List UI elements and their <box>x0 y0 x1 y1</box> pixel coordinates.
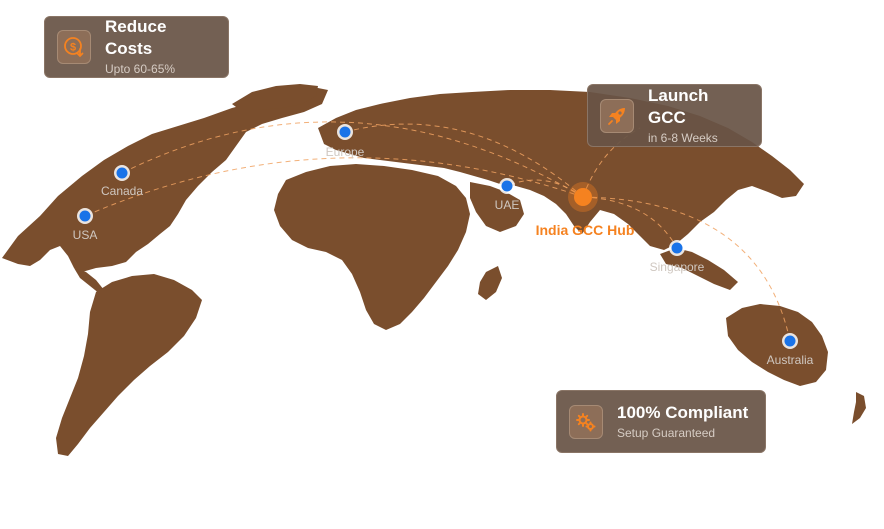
greenland-landmass <box>232 84 318 110</box>
compliant-subtitle: Setup Guaranteed <box>617 425 716 440</box>
madagascar-landmass <box>478 266 502 300</box>
central-america-landmass <box>74 268 104 294</box>
location-label-europe: Europe <box>325 145 365 159</box>
route-singapore <box>582 196 678 249</box>
south-america-landmass <box>56 274 202 456</box>
location-dot-singapore[interactable] <box>669 240 685 256</box>
reduce-costs-card: $ Reduce Costs Upto 60-65% <box>44 16 229 78</box>
svg-text:$: $ <box>70 42 76 54</box>
compliant-card: 100% Compliant Setup Guaranteed <box>556 390 766 453</box>
dollar-down-icon: $ <box>57 30 91 64</box>
rocket-icon <box>600 98 634 133</box>
gears-icon <box>569 404 603 439</box>
location-dot-usa[interactable] <box>77 208 93 224</box>
location-label-usa: USA <box>72 228 98 242</box>
location-label-australia: Australia <box>766 353 814 367</box>
route-usa <box>84 157 584 217</box>
africa-landmass <box>274 164 470 330</box>
reduce-costs-title: Reduce Costs <box>105 17 167 58</box>
route-europe <box>344 123 584 198</box>
north-america-landmass <box>2 88 328 272</box>
location-label-singapore: Singapore <box>649 260 705 274</box>
route-australia <box>582 196 791 342</box>
location-dot-australia[interactable] <box>782 333 798 349</box>
route-uae <box>506 179 584 198</box>
location-label-canada: Canada <box>100 184 144 198</box>
location-label-uae: UAE <box>494 198 520 212</box>
launch-gcc-subtitle: in 6-8 Weeks <box>648 130 718 145</box>
launch-gcc-title: Launch GCC <box>648 85 709 127</box>
location-dot-canada[interactable] <box>114 165 130 181</box>
reduce-costs-subtitle: Upto 60-65% <box>105 62 176 76</box>
route-canada <box>121 121 584 198</box>
location-dot-europe[interactable] <box>337 124 353 140</box>
launch-gcc-card: Launch GCC in 6-8 Weeks <box>587 84 762 147</box>
location-dot-uae[interactable] <box>499 178 515 194</box>
india-hub-marker[interactable] <box>568 182 598 212</box>
new-zealand-landmass <box>852 392 866 424</box>
australia-landmass <box>726 304 828 386</box>
hub-label: India GCC Hub <box>535 222 635 238</box>
southeast-asia-landmass <box>660 248 738 290</box>
arabia-landmass <box>470 182 524 232</box>
compliant-title: 100% Compliant <box>617 402 749 422</box>
